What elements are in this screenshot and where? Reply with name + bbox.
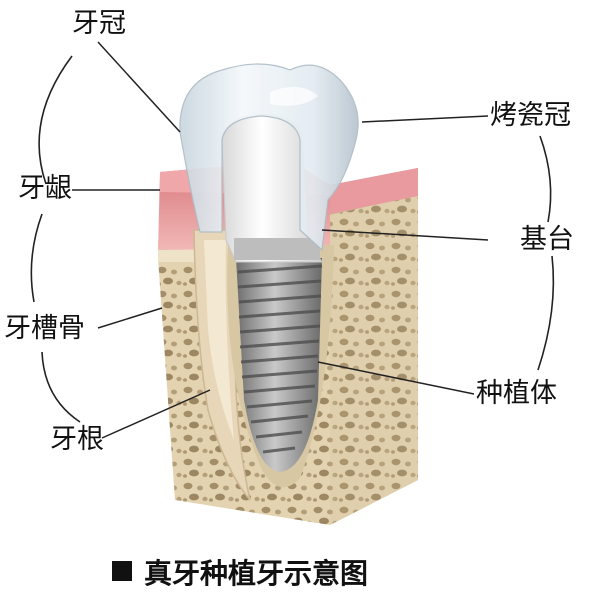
porcelain-crown: [179, 63, 359, 252]
label-alveolar-bone: 牙槽骨: [4, 313, 85, 344]
label-abutment: 基台: [520, 224, 574, 255]
leader-lines: [72, 41, 489, 439]
implant-body: [236, 258, 323, 472]
label-implant-body: 种植体: [476, 378, 557, 409]
diagram-caption: 真牙种植牙示意图: [112, 552, 368, 592]
square-bullet-icon: [112, 561, 132, 581]
label-gum: 牙龈: [18, 173, 72, 204]
caption-text: 真牙种植牙示意图: [144, 557, 369, 590]
label-porcelain-crown: 烤瓷冠: [490, 100, 571, 131]
label-root: 牙根: [50, 424, 104, 455]
brace-arcs: [30, 55, 555, 423]
abutment: [221, 113, 323, 263]
label-crown: 牙冠: [72, 8, 126, 39]
